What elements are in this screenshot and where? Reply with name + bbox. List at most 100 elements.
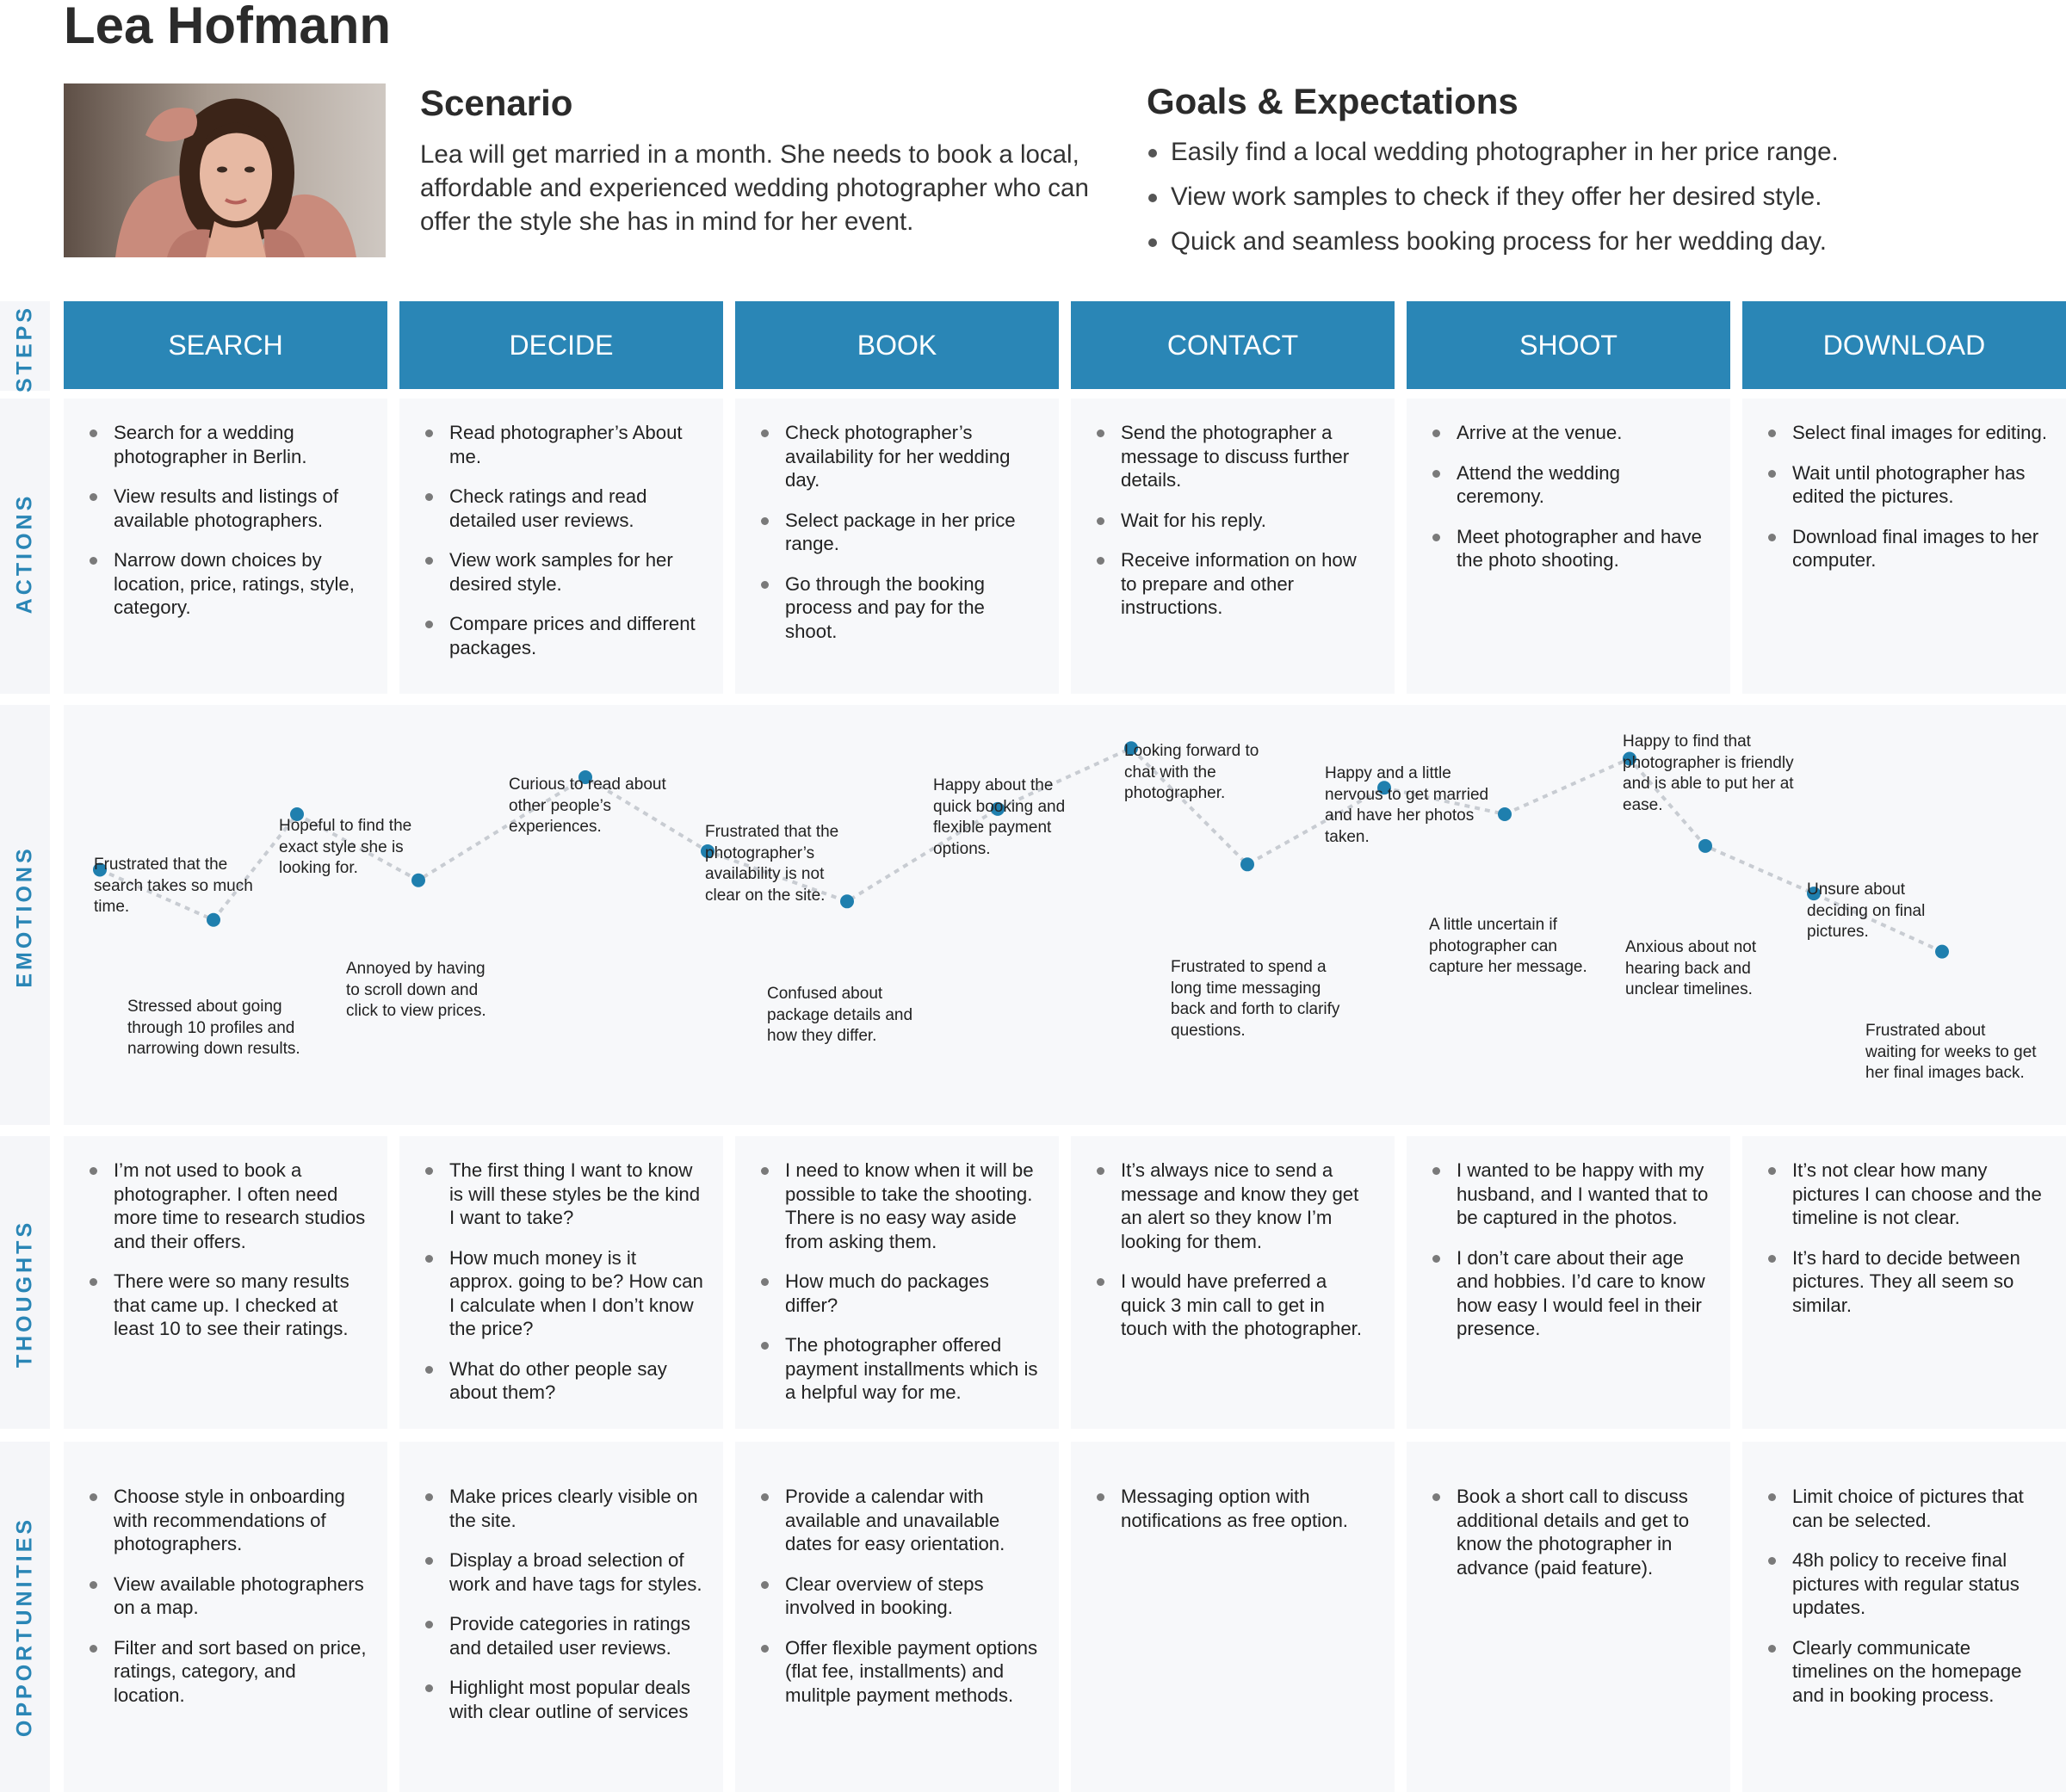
row-label-emotions: EMOTIONS bbox=[12, 845, 37, 988]
action-item: View results and listings of available p… bbox=[90, 485, 368, 532]
thought-item: It’s hard to decide between pictures. Th… bbox=[1768, 1246, 2047, 1318]
emotion-point bbox=[1623, 751, 1636, 766]
opportunity-item: Book a short call to discuss additional … bbox=[1432, 1485, 1711, 1579]
action-item: Search for a wedding photographer in Ber… bbox=[90, 421, 368, 468]
emotion-label: Happy to find that photographer is frien… bbox=[1623, 732, 1794, 814]
thought-item: How much money is it approx. going to be… bbox=[425, 1246, 704, 1341]
emotion-label: Hopeful to find the exact style she is l… bbox=[279, 817, 412, 877]
action-item: Go through the booking process and pay f… bbox=[761, 572, 1040, 644]
action-item: Receive information on how to prepare an… bbox=[1097, 548, 1376, 620]
thought-item: The photographer offered payment install… bbox=[761, 1333, 1040, 1405]
emotion-label: Stressed about going through 10 profiles… bbox=[127, 998, 300, 1058]
emotion-label: A little uncertain if photographer can c… bbox=[1429, 916, 1587, 976]
opportunity-item: Highlight most popular deals with clear … bbox=[425, 1676, 704, 1723]
action-item: Download final images to her computer. bbox=[1768, 525, 2047, 572]
action-item: Select package in her price range. bbox=[761, 509, 1040, 556]
opportunity-item: Messaging option with notifications as f… bbox=[1097, 1485, 1376, 1532]
emotion-point bbox=[1698, 838, 1712, 853]
emotion-curve-chart bbox=[93, 741, 1949, 959]
opportunities-cell-contact: Messaging option with notifications as f… bbox=[1071, 1442, 1395, 1792]
emotion-label: Confused about package details and how t… bbox=[767, 985, 913, 1045]
thought-item: I need to know when it will be possible … bbox=[761, 1159, 1040, 1253]
emotion-point bbox=[1807, 887, 1821, 901]
row-label-bg-thoughts bbox=[0, 1136, 50, 1429]
emotions-panel: Frustrated that the search takes so much… bbox=[64, 705, 2066, 1125]
emotion-point bbox=[290, 806, 304, 821]
thought-item: I would have preferred a quick 3 min cal… bbox=[1097, 1270, 1376, 1341]
emotion-label: Happy and a little nervous to get marrie… bbox=[1325, 764, 1489, 846]
row-label-actions: ACTIONS bbox=[12, 492, 37, 615]
actions-cell-download: Select final images for editing. Wait un… bbox=[1742, 399, 2066, 694]
emotion-point bbox=[991, 801, 1005, 816]
step-decide: DECIDE bbox=[399, 301, 723, 389]
emotion-point bbox=[1935, 944, 1949, 959]
action-item: Send the photographer a message to discu… bbox=[1097, 421, 1376, 492]
goals-title: Goals & Expectations bbox=[1147, 81, 1519, 121]
thoughts-cell-shoot: I wanted to be happy with my husband, an… bbox=[1407, 1136, 1730, 1429]
opportunities-cell-decide: Make prices clearly visible on the site.… bbox=[399, 1442, 723, 1792]
emotion-point bbox=[701, 843, 714, 858]
persona-photo bbox=[64, 83, 386, 257]
action-item: Read photographer’s About me. bbox=[425, 421, 704, 468]
actions-cell-search: Search for a wedding photographer in Ber… bbox=[64, 399, 387, 694]
actions-cell-book: Check photographer’s availability for he… bbox=[735, 399, 1059, 694]
thought-item: It’s not clear how many pictures I can c… bbox=[1768, 1159, 2047, 1230]
emotion-point bbox=[93, 862, 107, 877]
opportunity-item: View available photographers on a map. bbox=[90, 1573, 368, 1620]
thought-item: How much do packages differ? bbox=[761, 1270, 1040, 1317]
emotion-point bbox=[578, 770, 592, 784]
action-item: Meet photographer and have the photo sho… bbox=[1432, 525, 1711, 572]
goal-item: Easily find a local wedding photographer… bbox=[1147, 136, 1839, 181]
scenario-title: Scenario bbox=[420, 83, 573, 123]
thought-item: I don’t care about their age and hobbies… bbox=[1432, 1246, 1711, 1341]
emotion-label: Anxious about not hearing back and uncle… bbox=[1625, 938, 1757, 998]
scenario-text: Lea will get married in a month. She nee… bbox=[420, 140, 1089, 236]
actions-cell-shoot: Arrive at the venue. Attend the wedding … bbox=[1407, 399, 1730, 694]
step-book: BOOK bbox=[735, 301, 1059, 389]
emotion-point bbox=[207, 912, 220, 927]
emotion-label: Frustrated about waiting for weeks to ge… bbox=[1865, 1022, 2037, 1082]
step-search: SEARCH bbox=[64, 301, 387, 389]
action-item: View work samples for her desired style. bbox=[425, 548, 704, 596]
goal-item: Quick and seamless booking process for h… bbox=[1147, 226, 1839, 270]
opportunity-item: Provide a calendar with available and un… bbox=[761, 1485, 1040, 1556]
opportunity-item: Make prices clearly visible on the site. bbox=[425, 1485, 704, 1532]
goal-item: View work samples to check if they offer… bbox=[1147, 181, 1839, 226]
actions-cell-decide: Read photographer’s About me. Check rati… bbox=[399, 399, 723, 694]
emotion-label: Frustrated that the search takes so much… bbox=[94, 856, 253, 916]
row-label-thoughts: THOUGHTS bbox=[12, 1219, 37, 1369]
row-label-opportunities: OPPORTUNITIES bbox=[12, 1516, 37, 1738]
emotion-label: Happy about the quick booking and flexib… bbox=[933, 776, 1066, 858]
emotion-label: Unsure about deciding on final pictures. bbox=[1807, 881, 1926, 941]
action-item: Wait for his reply. bbox=[1097, 509, 1376, 533]
emotion-point bbox=[411, 873, 425, 887]
thoughts-cell-search: I’m not used to book a photographer. I o… bbox=[64, 1136, 387, 1429]
action-item: Arrive at the venue. bbox=[1432, 421, 1711, 445]
action-item: Wait until photographer has edited the p… bbox=[1768, 461, 2047, 509]
opportunity-item: Provide categories in ratings and detail… bbox=[425, 1612, 704, 1659]
opportunity-item: Offer flexible payment options (flat fee… bbox=[761, 1636, 1040, 1708]
emotion-point bbox=[1124, 741, 1138, 756]
thoughts-cell-download: It’s not clear how many pictures I can c… bbox=[1742, 1136, 2066, 1429]
emotion-label: Frustrated to spend a long time messagin… bbox=[1171, 958, 1340, 1040]
opportunity-item: Clearly communicate timelines on the hom… bbox=[1768, 1636, 2047, 1708]
emotion-label: Curious to read about other people’s exp… bbox=[509, 776, 666, 836]
row-label-bg-opportunities bbox=[0, 1442, 50, 1792]
emotion-point bbox=[1498, 806, 1512, 821]
emotion-point bbox=[1377, 781, 1391, 795]
row-label-bg-steps bbox=[0, 301, 50, 391]
emotion-label: Annoyed by having to scroll down and cli… bbox=[346, 960, 486, 1020]
opportunity-item: 48h policy to receive final pictures wit… bbox=[1768, 1548, 2047, 1620]
thoughts-cell-book: I need to know when it will be possible … bbox=[735, 1136, 1059, 1429]
thoughts-cell-contact: It’s always nice to send a message and k… bbox=[1071, 1136, 1395, 1429]
opportunity-item: Limit choice of pictures that can be sel… bbox=[1768, 1485, 2047, 1532]
thought-item: I’m not used to book a photographer. I o… bbox=[90, 1159, 368, 1253]
emotion-point bbox=[840, 894, 854, 909]
opportunities-cell-shoot: Book a short call to discuss additional … bbox=[1407, 1442, 1730, 1792]
step-download: DOWNLOAD bbox=[1742, 301, 2066, 389]
opportunities-cell-search: Choose style in onboarding with recommen… bbox=[64, 1442, 387, 1792]
emotion-label: Frustrated that the photographer’s avail… bbox=[705, 823, 839, 905]
opportunities-cell-book: Provide a calendar with available and un… bbox=[735, 1442, 1059, 1792]
thought-item: The first thing I want to know is will t… bbox=[425, 1159, 704, 1230]
thoughts-cell-decide: The first thing I want to know is will t… bbox=[399, 1136, 723, 1429]
